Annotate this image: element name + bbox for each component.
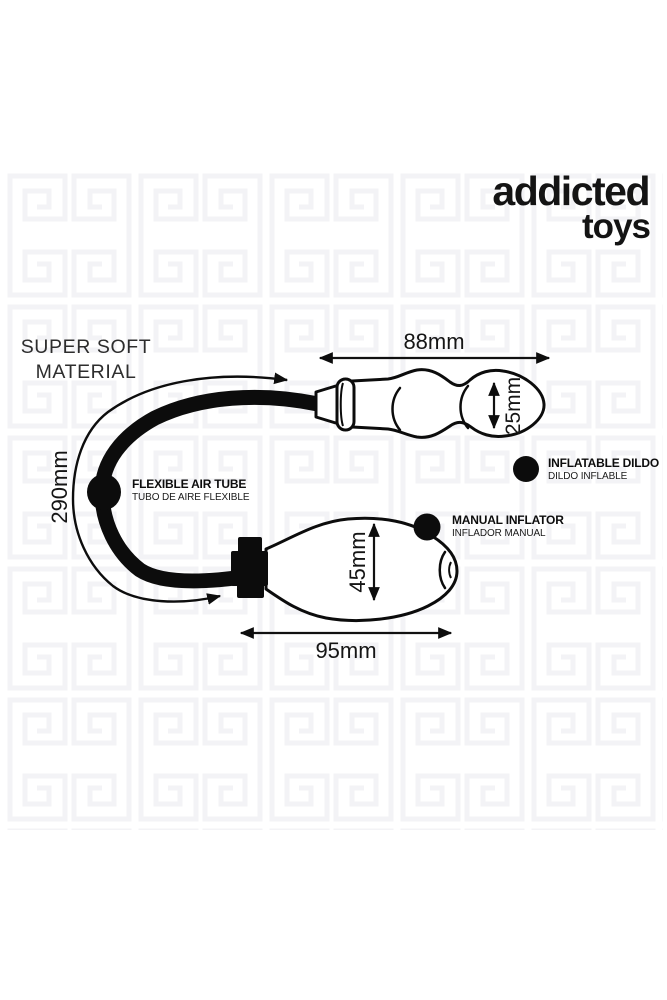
inflatable-dildo-callout-dot	[513, 456, 539, 482]
logo-word-toys: toys	[582, 207, 651, 246]
dildo-shine-arc-left	[391, 386, 402, 432]
pump-valve-body	[231, 551, 268, 586]
inflatable-dildo-callout-subtitle: DILDO INFLABLE	[548, 471, 628, 482]
dildo-base-flange	[335, 377, 356, 432]
logo-word-addicted: addicted	[492, 168, 649, 214]
dimension-annotations: 88mm 25mm 290mm 45mm 95mm	[47, 329, 551, 663]
manual-inflator-pump	[231, 513, 459, 623]
dildo-shine-arc-right	[459, 384, 470, 430]
dildo-flange-inner-line	[339, 382, 344, 427]
material-note: SUPER SOFT MATERIAL	[21, 336, 152, 383]
pump-length-dimension-label: 95mm	[315, 638, 376, 663]
inflatable-dildo-callout-title: INFLATABLE DILDO	[548, 456, 659, 470]
manual-inflator-callout-dot	[413, 513, 441, 541]
pump-valve-bottom	[237, 583, 264, 598]
tube-length-dimension-arc	[71, 372, 289, 605]
air-tube-callout-subtitle: TUBO DE AIRE FLEXIBLE	[132, 492, 250, 503]
pump-diameter-dimension-label: 45mm	[345, 531, 370, 592]
dildo-length-dimension-label: 88mm	[403, 329, 464, 354]
material-note-line1: SUPER SOFT	[21, 336, 152, 358]
manual-inflator-callout-title: MANUAL INFLATOR	[452, 513, 564, 527]
material-note-line2: MATERIAL	[36, 361, 137, 383]
air-tube-callout-title: FLEXIBLE AIR TUBE	[132, 477, 246, 491]
manual-inflator-callout-subtitle: INFLADOR MANUAL	[452, 528, 546, 539]
pump-bulb	[264, 516, 459, 623]
callout-labels: FLEXIBLE AIR TUBE TUBO DE AIRE FLEXIBLE …	[132, 456, 659, 539]
dildo-diameter-dimension-label: 25mm	[502, 377, 525, 435]
brand-logo: addicted toys	[492, 168, 651, 246]
pump-nozzle-slit	[448, 561, 452, 579]
tube-length-dimension-label: 290mm	[47, 450, 72, 523]
pump-nozzle-arc	[438, 550, 447, 590]
air-tube-callout-dot	[87, 474, 121, 510]
pump-valve-top	[238, 537, 262, 555]
